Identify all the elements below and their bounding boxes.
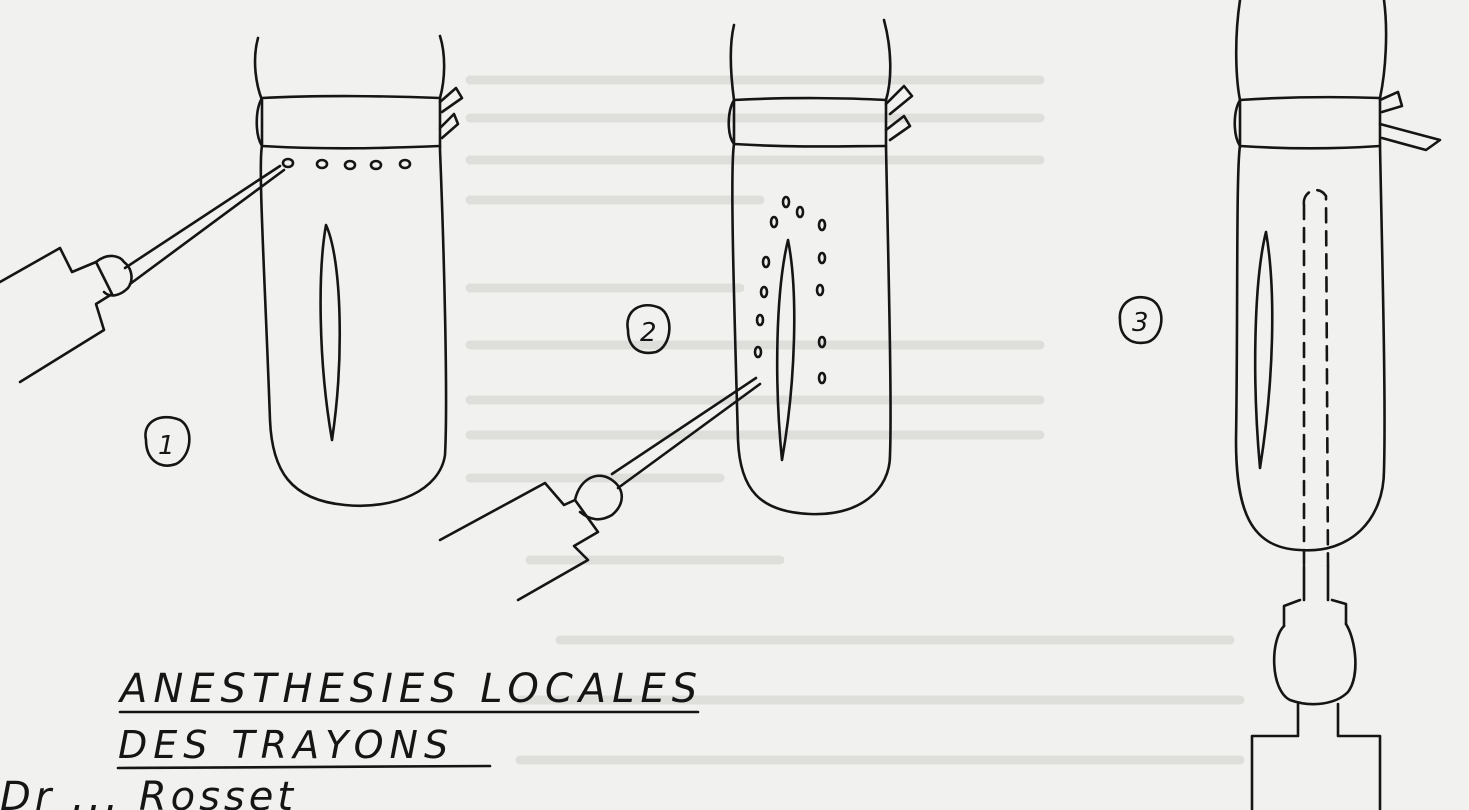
teat-outline [255,36,446,506]
title-line-1: ANESTHESIES LOCALES [117,666,703,712]
figure-number-3: 3 [1132,308,1149,338]
teat-canal-slit [1255,232,1272,468]
teat-canal-slit [777,240,794,460]
syringe-2 [440,378,760,600]
tourniquet-knot-tails [440,88,462,138]
cannula-stem [1304,566,1328,600]
injection-point-ring [283,159,410,169]
teat-figure-2: 2 [440,20,912,600]
teat-figure-1: 1 [0,36,462,506]
syringe-3 [1252,600,1380,810]
title-line-3: Dr ... Rosset [0,774,297,810]
teat-canal-slit [321,225,340,440]
figure-number-2: 2 [640,318,657,348]
bleed-through-lines [470,80,1240,760]
intra-canal-cannula-dashed [1304,190,1328,566]
syringe-1 [0,166,284,382]
tourniquet-band [257,96,440,148]
teat-outline [731,20,891,514]
figure-number-1: 1 [158,431,175,461]
title-line-2: DES TRAYONS [118,723,454,767]
tourniquet-knot-tails [886,86,912,140]
teat-figure-3: 3 [1120,0,1440,810]
injection-point-rows [755,197,825,383]
tourniquet-band [1235,97,1380,148]
tourniquet-knot-tails [1380,92,1440,150]
